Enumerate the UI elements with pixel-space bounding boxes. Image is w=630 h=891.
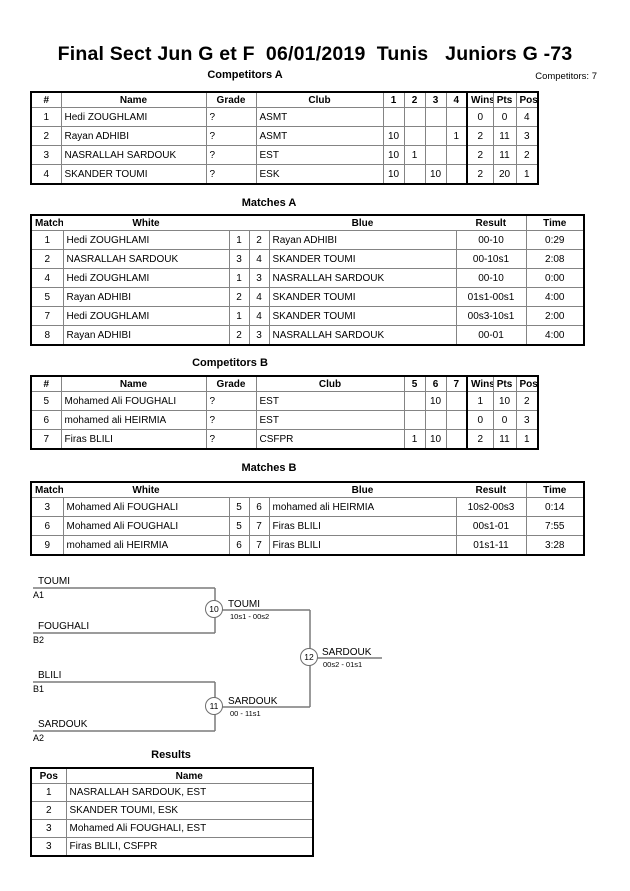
club-cell: ESK (255, 164, 384, 185)
club-cell: CSFPR (255, 429, 405, 450)
table-row: 1 Hedi ZOUGHLAMI 1 2 Rayan ADHIBI 00-10 … (30, 230, 585, 250)
section-title-competitors-b: Competitors B (192, 357, 268, 369)
table-row: 4 SKANDER TOUMI ? ESK 10 10 2 20 1 (30, 164, 539, 185)
time-cell: 2:00 (525, 306, 585, 326)
column-header: Pos (515, 375, 539, 392)
table-row: 3 Firas BLILI, CSFPR (30, 837, 314, 857)
bracket-seed-label: B1 (33, 684, 45, 694)
pos-cell: 3 (30, 819, 67, 838)
grade-cell: ? (205, 410, 257, 430)
matches-a-table: Match White Blue Result Time 1 Hedi ZOUG… (30, 214, 585, 346)
bracket-match-node: 12 (300, 648, 318, 666)
page-title: Final Sect Jun G et F 06/01/2019 Tunis J… (57, 43, 573, 65)
bracket-score: 00 - 11s1 (230, 709, 261, 718)
name-cell: Firas BLILI, CSFPR (65, 837, 314, 857)
match-no-cell: 6 (30, 516, 64, 536)
column-header: Name (65, 767, 314, 784)
name-cell: SKANDER TOUMI, ESK (65, 801, 314, 820)
table-row: 2 SKANDER TOUMI, ESK (30, 801, 314, 820)
club-cell: EST (255, 410, 405, 430)
section-title-matches-a: Matches A (241, 197, 297, 209)
result-cell: 00s3-10s1 (455, 306, 527, 326)
table-header-row: Pos Name (30, 767, 314, 784)
name-cell: Mohamed Ali FOUGHALI, EST (65, 819, 314, 838)
white-name-cell: Hedi ZOUGHLAMI (62, 306, 230, 326)
table-row: 1 NASRALLAH SARDOUK, EST (30, 783, 314, 802)
table-row: 9 mohamed ali HEIRMIA 6 7 Firas BLILI 01… (30, 535, 585, 556)
club-cell: EST (255, 145, 384, 165)
table-row: 3 Mohamed Ali FOUGHALI, EST (30, 819, 314, 838)
bracket-seed-label: A2 (33, 733, 45, 743)
table-row: 3 Mohamed Ali FOUGHALI 5 6 mohamed ali H… (30, 497, 585, 517)
bracket-winner-name: SARDOUK (322, 647, 372, 658)
table-row: 7 Hedi ZOUGHLAMI 1 4 SKANDER TOUMI 00s3-… (30, 306, 585, 326)
pts-cell: 0 (492, 410, 517, 430)
table-row: 8 Rayan ADHIBI 2 3 NASRALLAH SARDOUK 00-… (30, 325, 585, 346)
wins-cell: 0 (466, 410, 494, 430)
blue-num-cell: 3 (248, 325, 270, 346)
grade-cell: ? (205, 145, 257, 165)
competitors-count-label: Competitors: 7 (535, 71, 597, 82)
pos-cell: 2 (515, 145, 539, 165)
time-cell: 3:28 (525, 535, 585, 556)
section-title-matches-b: Matches B (241, 462, 297, 474)
bracket-score: 00s2 - 01s1 (323, 660, 363, 669)
time-cell: 7:55 (525, 516, 585, 536)
white-name-cell: Mohamed Ali FOUGHALI (62, 516, 230, 536)
column-header: Pos (30, 767, 67, 784)
competitors-a-table: # Name Grade Club 1 2 3 4 Wins Pts Pos 1… (30, 91, 539, 185)
table-row: 5 Rayan ADHIBI 2 4 SKANDER TOUMI 01s1-00… (30, 287, 585, 307)
grade-cell: ? (205, 164, 257, 185)
pos-cell: 1 (515, 429, 539, 450)
name-cell: NASRALLAH SARDOUK (60, 145, 207, 165)
matches-b-table: Match White Blue Result Time 3 Mohamed A… (30, 481, 585, 556)
pos-cell: 1 (30, 783, 67, 802)
bracket-seed-label: A1 (33, 590, 45, 600)
bracket-match-node: 11 (205, 697, 223, 715)
bracket-entry-name: SARDOUK (38, 719, 88, 730)
pos-cell: 3 (515, 410, 539, 430)
table-row: 4 Hedi ZOUGHLAMI 1 3 NASRALLAH SARDOUK 0… (30, 268, 585, 288)
table-row: 1 Hedi ZOUGHLAMI ? ASMT 0 0 4 (30, 107, 539, 127)
bracket-winner-name: SARDOUK (228, 696, 278, 707)
table-header-row: Match White Blue Result Time (30, 481, 585, 498)
results-table: Pos Name 1 NASRALLAH SARDOUK, EST 2 SKAN… (30, 767, 314, 857)
competitors-b-table: # Name Grade Club 5 6 7 Wins Pts Pos 5 M… (30, 375, 539, 450)
pos-cell: 3 (30, 837, 67, 857)
table-row: 3 NASRALLAH SARDOUK ? EST 10 1 2 11 2 (30, 145, 539, 165)
bracket-winner-name: TOUMI (228, 599, 261, 610)
table-header-row: # Name Grade Club 5 6 7 Wins Pts Pos (30, 375, 539, 392)
pos-cell: 2 (30, 801, 67, 820)
bracket-score: 10s1 - 00s2 (230, 612, 270, 621)
table-header-row: Match White Blue Result Time (30, 214, 585, 231)
bracket-entry-name: BLILI (38, 670, 62, 681)
score-cell: 1 (403, 145, 426, 165)
pos-cell: 1 (515, 164, 539, 185)
section-title-results: Results (151, 749, 191, 761)
table-row: 2 NASRALLAH SARDOUK 3 4 SKANDER TOUMI 00… (30, 249, 585, 269)
time-cell: 4:00 (525, 325, 585, 346)
table-row: 6 mohamed ali HEIRMIA ? EST 0 0 3 (30, 410, 539, 430)
table-row: 6 Mohamed Ali FOUGHALI 5 7 Firas BLILI 0… (30, 516, 585, 536)
pts-cell: 11 (492, 429, 517, 450)
num-cell: 4 (30, 164, 62, 185)
table-row: 7 Firas BLILI ? CSFPR 1 10 2 11 1 (30, 429, 539, 450)
bracket-match-node: 10 (205, 600, 223, 618)
num-cell: 3 (30, 145, 62, 165)
section-title-competitors-a: Competitors A (207, 69, 283, 81)
bracket-seed-label: B2 (33, 635, 45, 645)
bracket-entry-name: TOUMI (38, 576, 71, 587)
bracket-entry-name: FOUGHALI (38, 621, 90, 632)
name-cell: NASRALLAH SARDOUK, EST (65, 783, 314, 802)
